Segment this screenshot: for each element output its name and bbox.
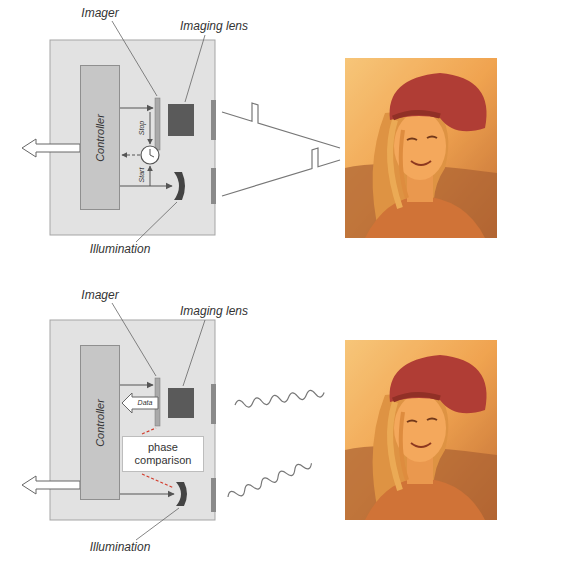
part-label: Imager xyxy=(81,7,118,20)
controller-box: Controller xyxy=(80,65,120,210)
part-label: Imaging lens xyxy=(180,305,248,318)
signal-label: Start xyxy=(138,168,146,183)
signal-label: Data xyxy=(138,399,153,407)
part-label: Imager xyxy=(81,289,118,302)
annotation-box: phase comparison xyxy=(122,436,204,472)
phase-leader xyxy=(142,474,174,488)
controller-label: Controller xyxy=(94,399,106,447)
part-label: Illumination xyxy=(90,243,151,256)
part-label: Imaging lens xyxy=(180,20,248,33)
part-label: Illumination xyxy=(90,541,151,554)
signal-label: Stop xyxy=(138,121,146,135)
controller-box: Controller xyxy=(80,345,120,500)
annotation-text: phase comparison xyxy=(128,441,198,467)
controller-label: Controller xyxy=(94,114,106,162)
phase-leader xyxy=(142,428,156,434)
